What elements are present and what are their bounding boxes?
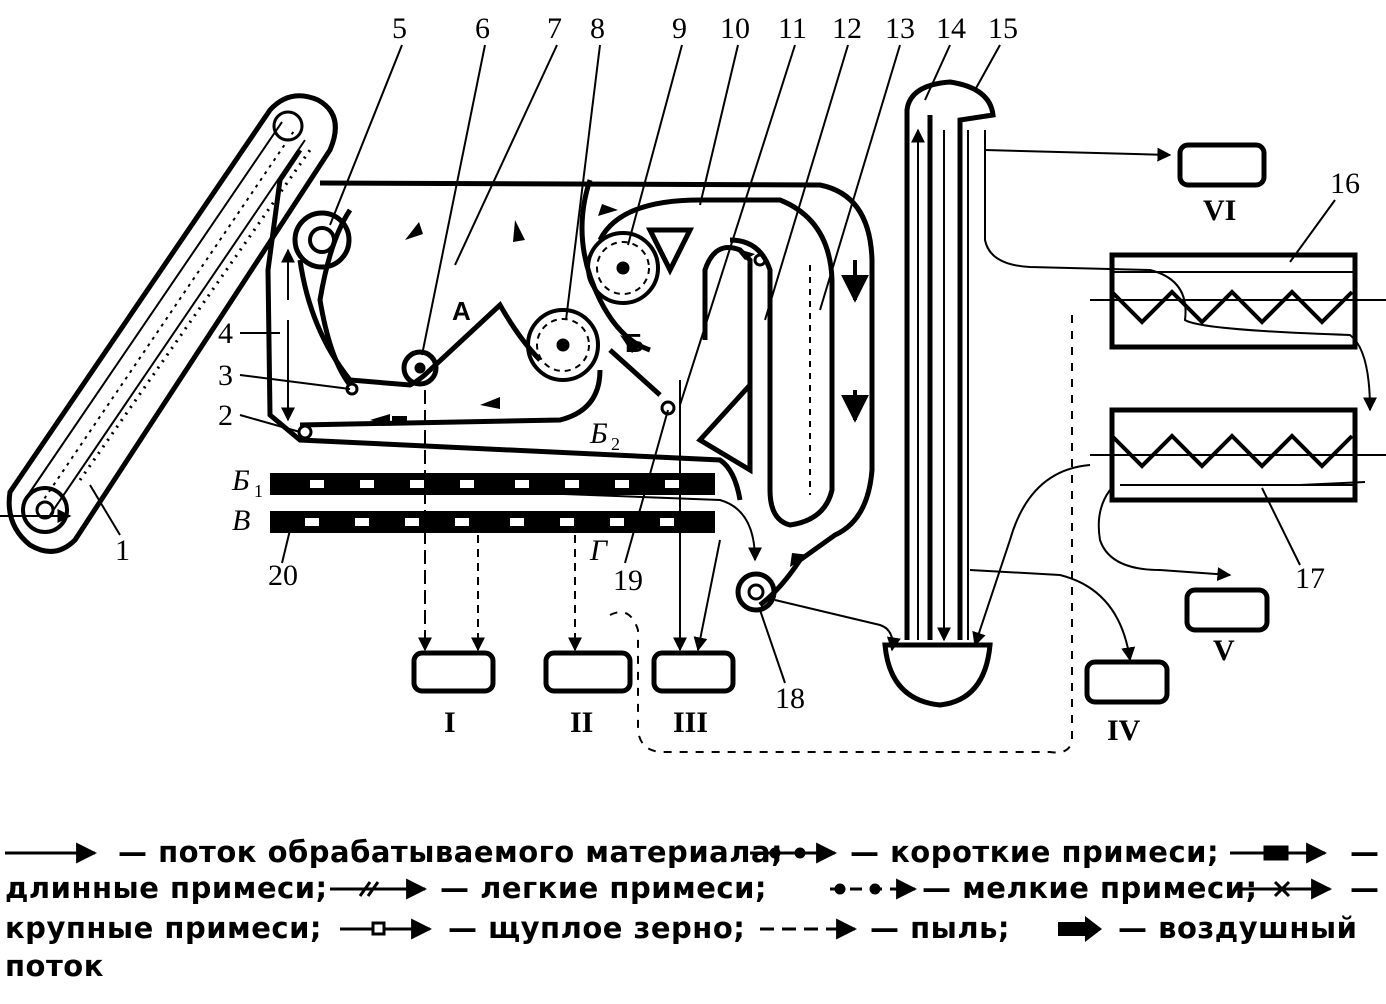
label-18: 18	[775, 682, 805, 715]
sieve-v	[270, 511, 715, 533]
label-3: 3	[218, 359, 233, 392]
zone-b-label: Б	[625, 328, 644, 358]
air-flow-arrows	[370, 204, 810, 567]
label-19: 19	[613, 564, 643, 597]
legend-shrunken-text: — щуплое зерно;	[448, 911, 745, 945]
legend-coarse-dash: —	[1350, 871, 1380, 905]
sieve-b1	[270, 473, 715, 495]
label-20: 20	[268, 559, 298, 592]
legend-short-text: — короткие примеси;	[850, 835, 1219, 869]
legend-air-text: — воздушный	[1118, 911, 1357, 945]
legend-material-text: — поток обрабатываемого материала;	[118, 835, 783, 869]
label-1: 1	[115, 534, 130, 567]
legend-light-text: — легкие примеси;	[440, 871, 767, 905]
label-9: 9	[672, 12, 687, 45]
legend-long-dash: —	[1350, 835, 1380, 869]
label-8: 8	[590, 12, 605, 45]
bin-ii-label: II	[570, 706, 593, 739]
bin-vi-label: VI	[1203, 194, 1236, 227]
trieur-16	[1090, 252, 1386, 350]
label-2: 2	[218, 399, 233, 432]
label-17: 17	[1295, 562, 1325, 595]
trieur-17	[1090, 407, 1386, 503]
legend-fine-text: — мелкие примеси;	[922, 871, 1258, 905]
bin-v-label: V	[1213, 634, 1235, 667]
legend-fine-icon	[830, 878, 918, 900]
sieve-b2-label: Б	[589, 417, 608, 450]
aspiration-column	[882, 79, 996, 708]
part-number-labels: 1 2 3 4 5 6 7 8 9 10 11 12 13 14 15 16 1…	[115, 12, 1360, 715]
label-15: 15	[988, 12, 1018, 45]
sieve-b1-label: Б	[231, 464, 250, 497]
legend-dust-text: — пыль;	[870, 911, 1010, 945]
bin-iii-label: III	[673, 706, 708, 739]
legend-air-text-2: поток	[5, 949, 104, 983]
bin-labels: I II III IV V VI	[444, 194, 1236, 747]
zone-a-label: А	[452, 296, 471, 326]
legend-long-icon	[1230, 842, 1328, 864]
legend-coarse-icon	[1237, 878, 1333, 900]
legend-shrunken-icon	[340, 918, 433, 940]
bin-i-label: I	[444, 706, 456, 739]
label-5: 5	[392, 12, 407, 45]
sieve-g-label: Г	[589, 534, 609, 567]
legend-light-icon	[330, 878, 428, 900]
output-flow-lines	[609, 130, 1377, 754]
legend-air-icon	[1058, 916, 1102, 942]
collection-bins	[411, 142, 1270, 705]
sieve-labels: Б 1 В Б 2 Г	[231, 417, 620, 567]
bin-iv-label: IV	[1107, 714, 1141, 747]
sieve-b1-subscript: 1	[254, 481, 263, 501]
sieve-v-label: В	[232, 504, 250, 537]
label-6: 6	[475, 12, 490, 45]
label-10: 10	[720, 12, 750, 45]
inclined-conveyor	[0, 93, 338, 554]
label-13: 13	[885, 12, 915, 45]
label-11: 11	[778, 12, 807, 45]
legend-long-text: длинные примеси;	[5, 871, 328, 905]
internal-flow-lines	[281, 248, 901, 652]
label-7: 7	[547, 12, 562, 45]
sieve-b2-subscript: 2	[611, 434, 620, 454]
label-16: 16	[1330, 167, 1360, 200]
label-4: 4	[218, 317, 233, 350]
leader-lines	[89, 44, 1336, 684]
legend-short-icon	[750, 842, 838, 864]
legend: — поток обрабатываемого материала; — кор…	[5, 835, 1380, 983]
rotors	[292, 210, 777, 613]
label-12: 12	[832, 12, 862, 45]
label-14: 14	[936, 12, 966, 45]
legend-coarse-text: крупные примеси;	[5, 911, 322, 945]
